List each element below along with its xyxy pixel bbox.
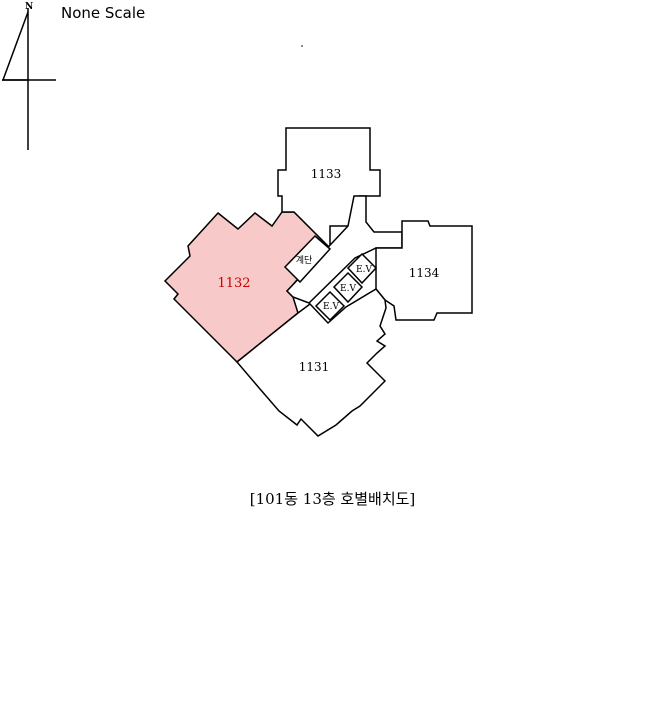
stair-box [283,234,332,284]
north-label: N [25,2,33,12]
plan-caption: [101동 13층 호별배치도] [249,490,416,508]
scale-label: None Scale [61,4,146,22]
stair-label: 계단 [296,254,313,266]
elevator-label-1: E.V [356,265,372,275]
elevator-label-3: E.V [323,302,339,312]
elevator-box-2 [332,271,364,304]
unit-1133-label: 1133 [311,167,342,181]
stray-dot [301,45,303,47]
elevator-box-3 [314,290,346,322]
unit-1134-label: 1134 [409,266,440,280]
north-arrow-icon [1,8,56,150]
elevator-label-2: E.V [340,284,356,294]
elevator-box-1 [346,252,378,285]
unit-1132-label: 1132 [217,276,250,291]
unit-1131-area[interactable] [235,288,387,437]
unit-1131-label: 1131 [299,360,330,374]
unit-1134-area[interactable] [375,220,473,321]
